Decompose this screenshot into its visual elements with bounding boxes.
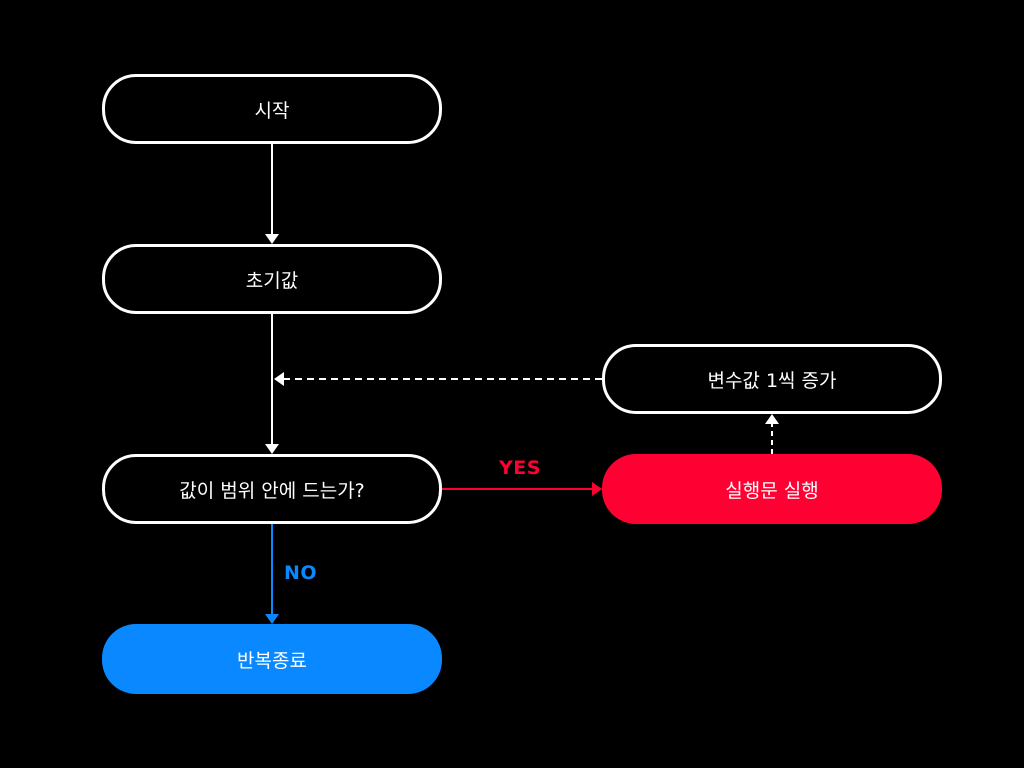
increment-node-label: 변수값 1씩 증가 <box>707 369 837 392</box>
condition-node: 값이 범위 안에 드는가? <box>102 454 442 524</box>
end-node: 반복종료 <box>102 624 442 694</box>
init-node-label: 초기값 <box>245 269 299 292</box>
execute-node: 실행문 실행 <box>602 454 942 524</box>
no-label: NO <box>284 562 318 584</box>
yes-label: YES <box>499 457 541 479</box>
arrowhead-init <box>265 234 279 244</box>
increment-node: 변수값 1씩 증가 <box>602 344 942 414</box>
arrowhead-loop <box>274 372 284 386</box>
start-node-label: 시작 <box>254 99 290 122</box>
condition-node-label: 값이 범위 안에 드는가? <box>179 479 365 502</box>
start-node: 시작 <box>102 74 442 144</box>
execute-node-label: 실행문 실행 <box>725 479 819 502</box>
arrowhead-condition <box>265 444 279 454</box>
init-node: 초기값 <box>102 244 442 314</box>
arrowhead-yes <box>592 482 602 496</box>
arrowhead-increment <box>765 414 779 424</box>
arrowhead-no <box>265 614 279 624</box>
end-node-label: 반복종료 <box>237 649 307 672</box>
